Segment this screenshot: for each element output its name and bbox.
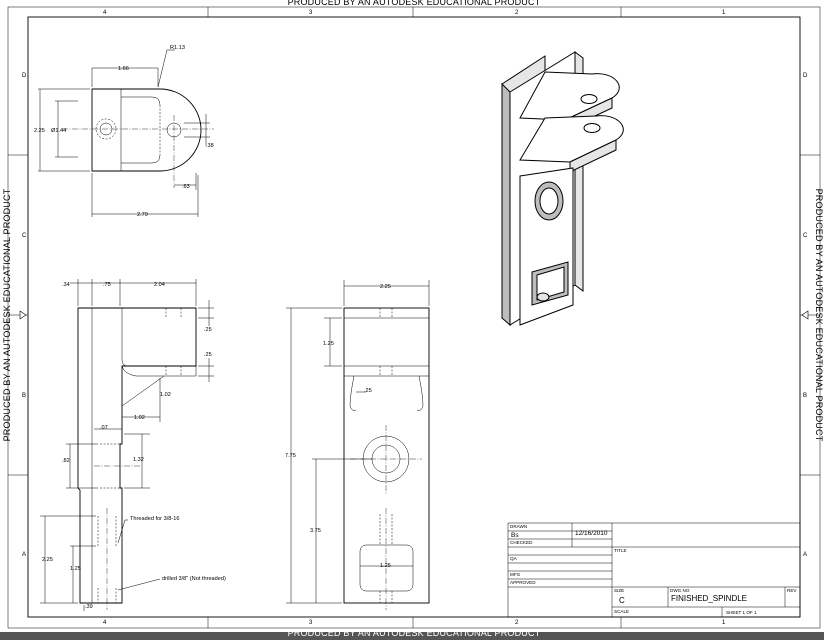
dim-dia-1-44: Ø1.44 — [51, 128, 66, 134]
tb-qa-label: QA — [510, 556, 518, 561]
zone-col-3-top: 3 — [309, 10, 313, 16]
center-mark-right — [801, 310, 809, 320]
zone-col-1-bottom: 1 — [722, 620, 726, 626]
zone-row-a-left: A — [22, 552, 26, 558]
tb-drawn-date: 12/16/2010 — [575, 530, 608, 537]
tb-sheet-value: SHEET 1 OF 1 — [726, 610, 757, 615]
tb-scale-label: SCALE — [614, 609, 629, 614]
zone-ticks — [8, 7, 820, 628]
dim-0-82: .82 — [62, 458, 70, 464]
zone-col-2-top: 2 — [515, 10, 519, 16]
dim-2-25: 2.25 — [34, 128, 45, 134]
top-view: 1.66 R1.13 2.25 Ø1.44 .38 .63 2.79 — [34, 45, 214, 218]
tb-approved-label: APPROVED — [510, 580, 536, 585]
tb-size-value: C — [619, 596, 625, 605]
dim-0-38: .38 — [206, 143, 214, 149]
front-view: 2.25 1.25 .25 7.75 3.75 1.25 — [285, 280, 430, 610]
dim-1-25-slot: 1.25 — [380, 563, 391, 569]
zone-col-4-top: 4 — [103, 10, 107, 16]
note-drilled: drilled 3/8" (Not threaded) — [162, 576, 226, 582]
dim-2-25-front: 2.25 — [380, 284, 391, 290]
dim-0-25-front: .25 — [364, 388, 372, 394]
tb-checked-label: CHECKED — [510, 540, 533, 545]
tb-size-label: SIZE — [614, 588, 624, 593]
dim-1-02-horizontal: 1.02 — [134, 415, 145, 421]
dim-1-02-vertical: 1.02 — [160, 392, 171, 398]
zone-col-2-bottom: 2 — [515, 620, 519, 626]
tb-dwg-value: FINISHED_SPINDLE — [671, 594, 747, 603]
title-block: DRAWN Bs 12/16/2010 CHECKED TITLE QA MFG… — [507, 522, 801, 618]
dim-0-75: .75 — [103, 282, 111, 288]
outer-border — [7, 6, 821, 629]
dim-2-79: 2.79 — [137, 212, 148, 218]
dim-0-25-lower: .25 — [204, 352, 212, 358]
zone-col-1-top: 1 — [722, 10, 726, 16]
side-view: .34 .75 2.04 .25 .25 1.02 1.02 .07 .82 1… — [40, 279, 226, 611]
zone-row-c-right: C — [803, 233, 808, 239]
note-threaded: Threaded for 3/8-16 — [130, 516, 179, 522]
dim-1-32: 1.32 — [133, 457, 144, 463]
zone-row-a-right: A — [803, 552, 807, 558]
dim-0-34: .34 — [62, 282, 70, 288]
front-view-slot — [359, 544, 414, 592]
tb-dwg-label: DWG NO — [670, 588, 690, 593]
dim-1-66: 1.66 — [118, 66, 129, 72]
dim-0-39: .39 — [85, 604, 93, 610]
dim-r1-13: R1.13 — [170, 45, 185, 51]
tb-drawn-label: DRAWN — [510, 524, 527, 529]
front-view-outline — [343, 307, 430, 604]
watermark-right: PRODUCED BY AN AUTODESK EDUCATIONAL PROD… — [814, 189, 824, 442]
dim-0-07: .07 — [100, 425, 108, 431]
zone-row-c-left: C — [22, 233, 27, 239]
inner-border — [27, 16, 801, 618]
zone-row-d-left: D — [22, 73, 27, 79]
tb-mfg-label: MFG — [510, 572, 521, 577]
zone-row-b-left: B — [22, 393, 26, 399]
watermark-bottom: PRODUCED BY AN AUTODESK EDUCATIONAL PROD… — [288, 628, 541, 638]
dim-0-25-upper: .25 — [204, 327, 212, 333]
tb-drawn-by: Bs — [511, 532, 519, 539]
zone-row-b-right: B — [803, 393, 807, 399]
bottom-band — [0, 632, 824, 640]
center-mark-left — [19, 310, 27, 320]
zone-row-d-right: D — [803, 73, 808, 79]
dim-0-63: .63 — [182, 184, 190, 190]
dim-1-25-front: 1.25 — [323, 341, 334, 347]
watermark-left: PRODUCED BY AN AUTODESK EDUCATIONAL PROD… — [2, 188, 12, 441]
isometric-view — [501, 51, 624, 327]
side-view-outline — [77, 307, 197, 604]
tb-title-label: TITLE — [614, 548, 627, 553]
tb-rev-label: REV — [787, 588, 797, 593]
zone-col-4-bottom: 4 — [103, 620, 107, 626]
dim-7-75: 7.75 — [285, 453, 296, 459]
watermark-top: PRODUCED BY AN AUTODESK EDUCATIONAL PROD… — [288, 0, 541, 7]
dim-1-25-side: 1.25 — [70, 566, 81, 572]
dim-2-04: 2.04 — [154, 282, 165, 288]
dim-3-75: 3.75 — [310, 528, 321, 534]
top-view-outline — [91, 88, 202, 172]
zone-col-3-bottom: 3 — [309, 620, 313, 626]
dim-2-25-side: 2.25 — [42, 557, 53, 563]
